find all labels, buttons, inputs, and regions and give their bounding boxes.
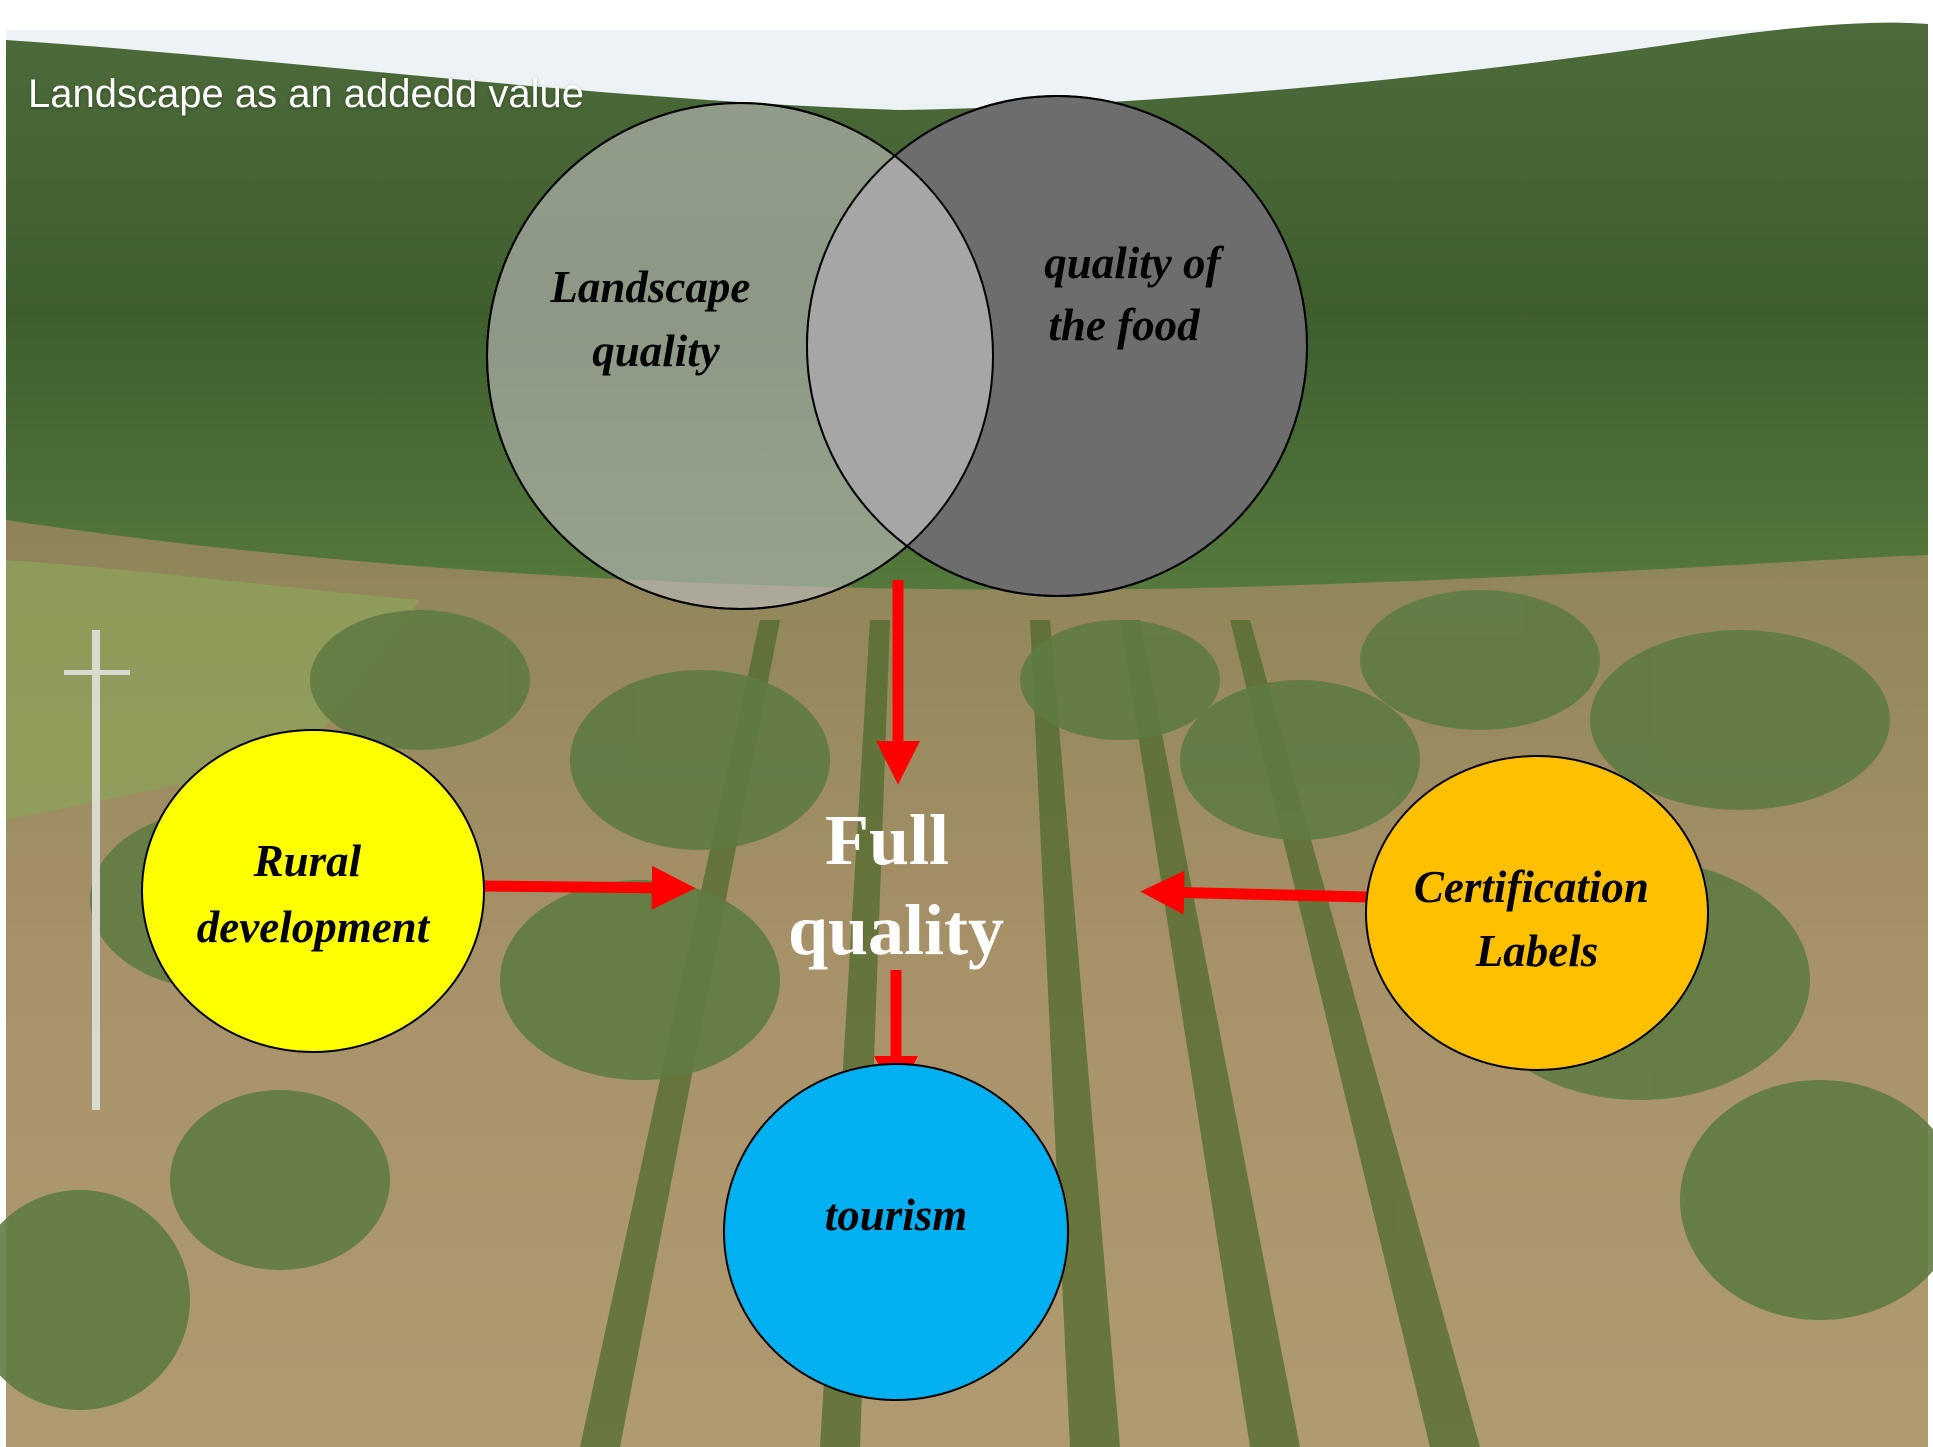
tourism-circle xyxy=(723,1063,1069,1401)
rural-development-circle xyxy=(141,729,485,1053)
certification-labels-circle xyxy=(1365,755,1709,1071)
full-quality-label: Full quality xyxy=(788,800,1004,970)
venn-overlap xyxy=(807,103,993,596)
tourism-label: tourism xyxy=(825,1190,968,1240)
certification-labels-label: Certification Labels xyxy=(1414,862,1660,976)
certification-labels-node: Certification Labels xyxy=(1365,755,1709,1071)
arrow-rural-to-full-quality xyxy=(479,865,696,910)
food-quality-label: quality of the food xyxy=(1044,238,1232,350)
arrows xyxy=(479,580,1369,1100)
landscape-quality-label: Landscape quality xyxy=(549,262,761,376)
tourism-node: tourism xyxy=(723,1063,1069,1401)
arrow-certification-to-full-quality xyxy=(1140,870,1369,915)
rural-development-node: Rural development xyxy=(141,729,485,1053)
slide-caption: Landscape as an addedd value xyxy=(28,72,585,116)
rural-development-label: Rural development xyxy=(197,836,431,952)
venn-diagram: Landscape quality quality of the food xyxy=(486,95,1308,610)
